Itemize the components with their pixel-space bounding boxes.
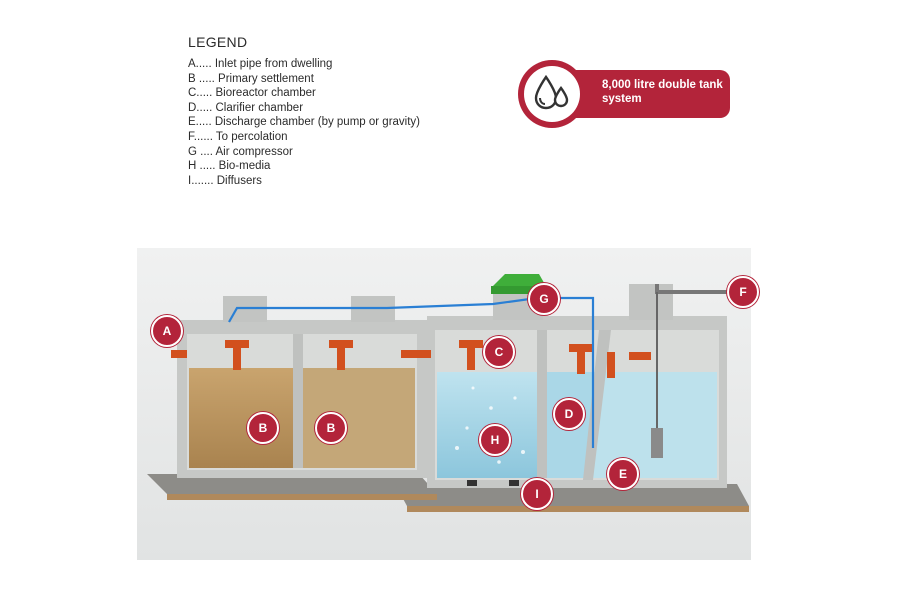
marker-b-right: B bbox=[315, 412, 347, 444]
marker-a: A bbox=[151, 315, 183, 347]
water-drops-icon bbox=[518, 60, 586, 128]
legend-item-e: E..... Discharge chamber (by pump or gra… bbox=[188, 116, 420, 129]
tank-illustration bbox=[137, 248, 751, 560]
legend-item-i: I....... Diffusers bbox=[188, 174, 262, 187]
badge-text: 8,000 litre double tank system bbox=[602, 79, 723, 105]
capacity-badge: 8,000 litre double tank system bbox=[516, 58, 730, 130]
legend-list: A..... Inlet pipe from dwelling B ..... … bbox=[188, 57, 420, 188]
marker-f: F bbox=[727, 276, 759, 308]
marker-e: E bbox=[607, 458, 639, 490]
legend-item-f: F...... To percolation bbox=[188, 130, 288, 143]
legend-item-g: G .... Air compressor bbox=[188, 145, 293, 158]
marker-h: H bbox=[479, 424, 511, 456]
marker-d: D bbox=[553, 398, 585, 430]
legend-title: LEGEND bbox=[188, 34, 248, 50]
legend-item-b: B ..... Primary settlement bbox=[188, 72, 314, 85]
legend: LEGEND A..... Inlet pipe from dwelling B… bbox=[188, 34, 420, 188]
marker-c: C bbox=[483, 336, 515, 368]
marker-b-left: B bbox=[247, 412, 279, 444]
marker-i: I bbox=[521, 478, 553, 510]
legend-item-a: A..... Inlet pipe from dwelling bbox=[188, 58, 333, 70]
legend-item-d: D..... Clarifier chamber bbox=[188, 101, 304, 114]
legend-item-h: H ..... Bio-media bbox=[188, 160, 271, 173]
legend-item-c: C..... Bioreactor chamber bbox=[188, 87, 316, 100]
treatment-system-diagram: A B B C D E F G H I bbox=[137, 248, 759, 560]
marker-g: G bbox=[528, 283, 560, 315]
